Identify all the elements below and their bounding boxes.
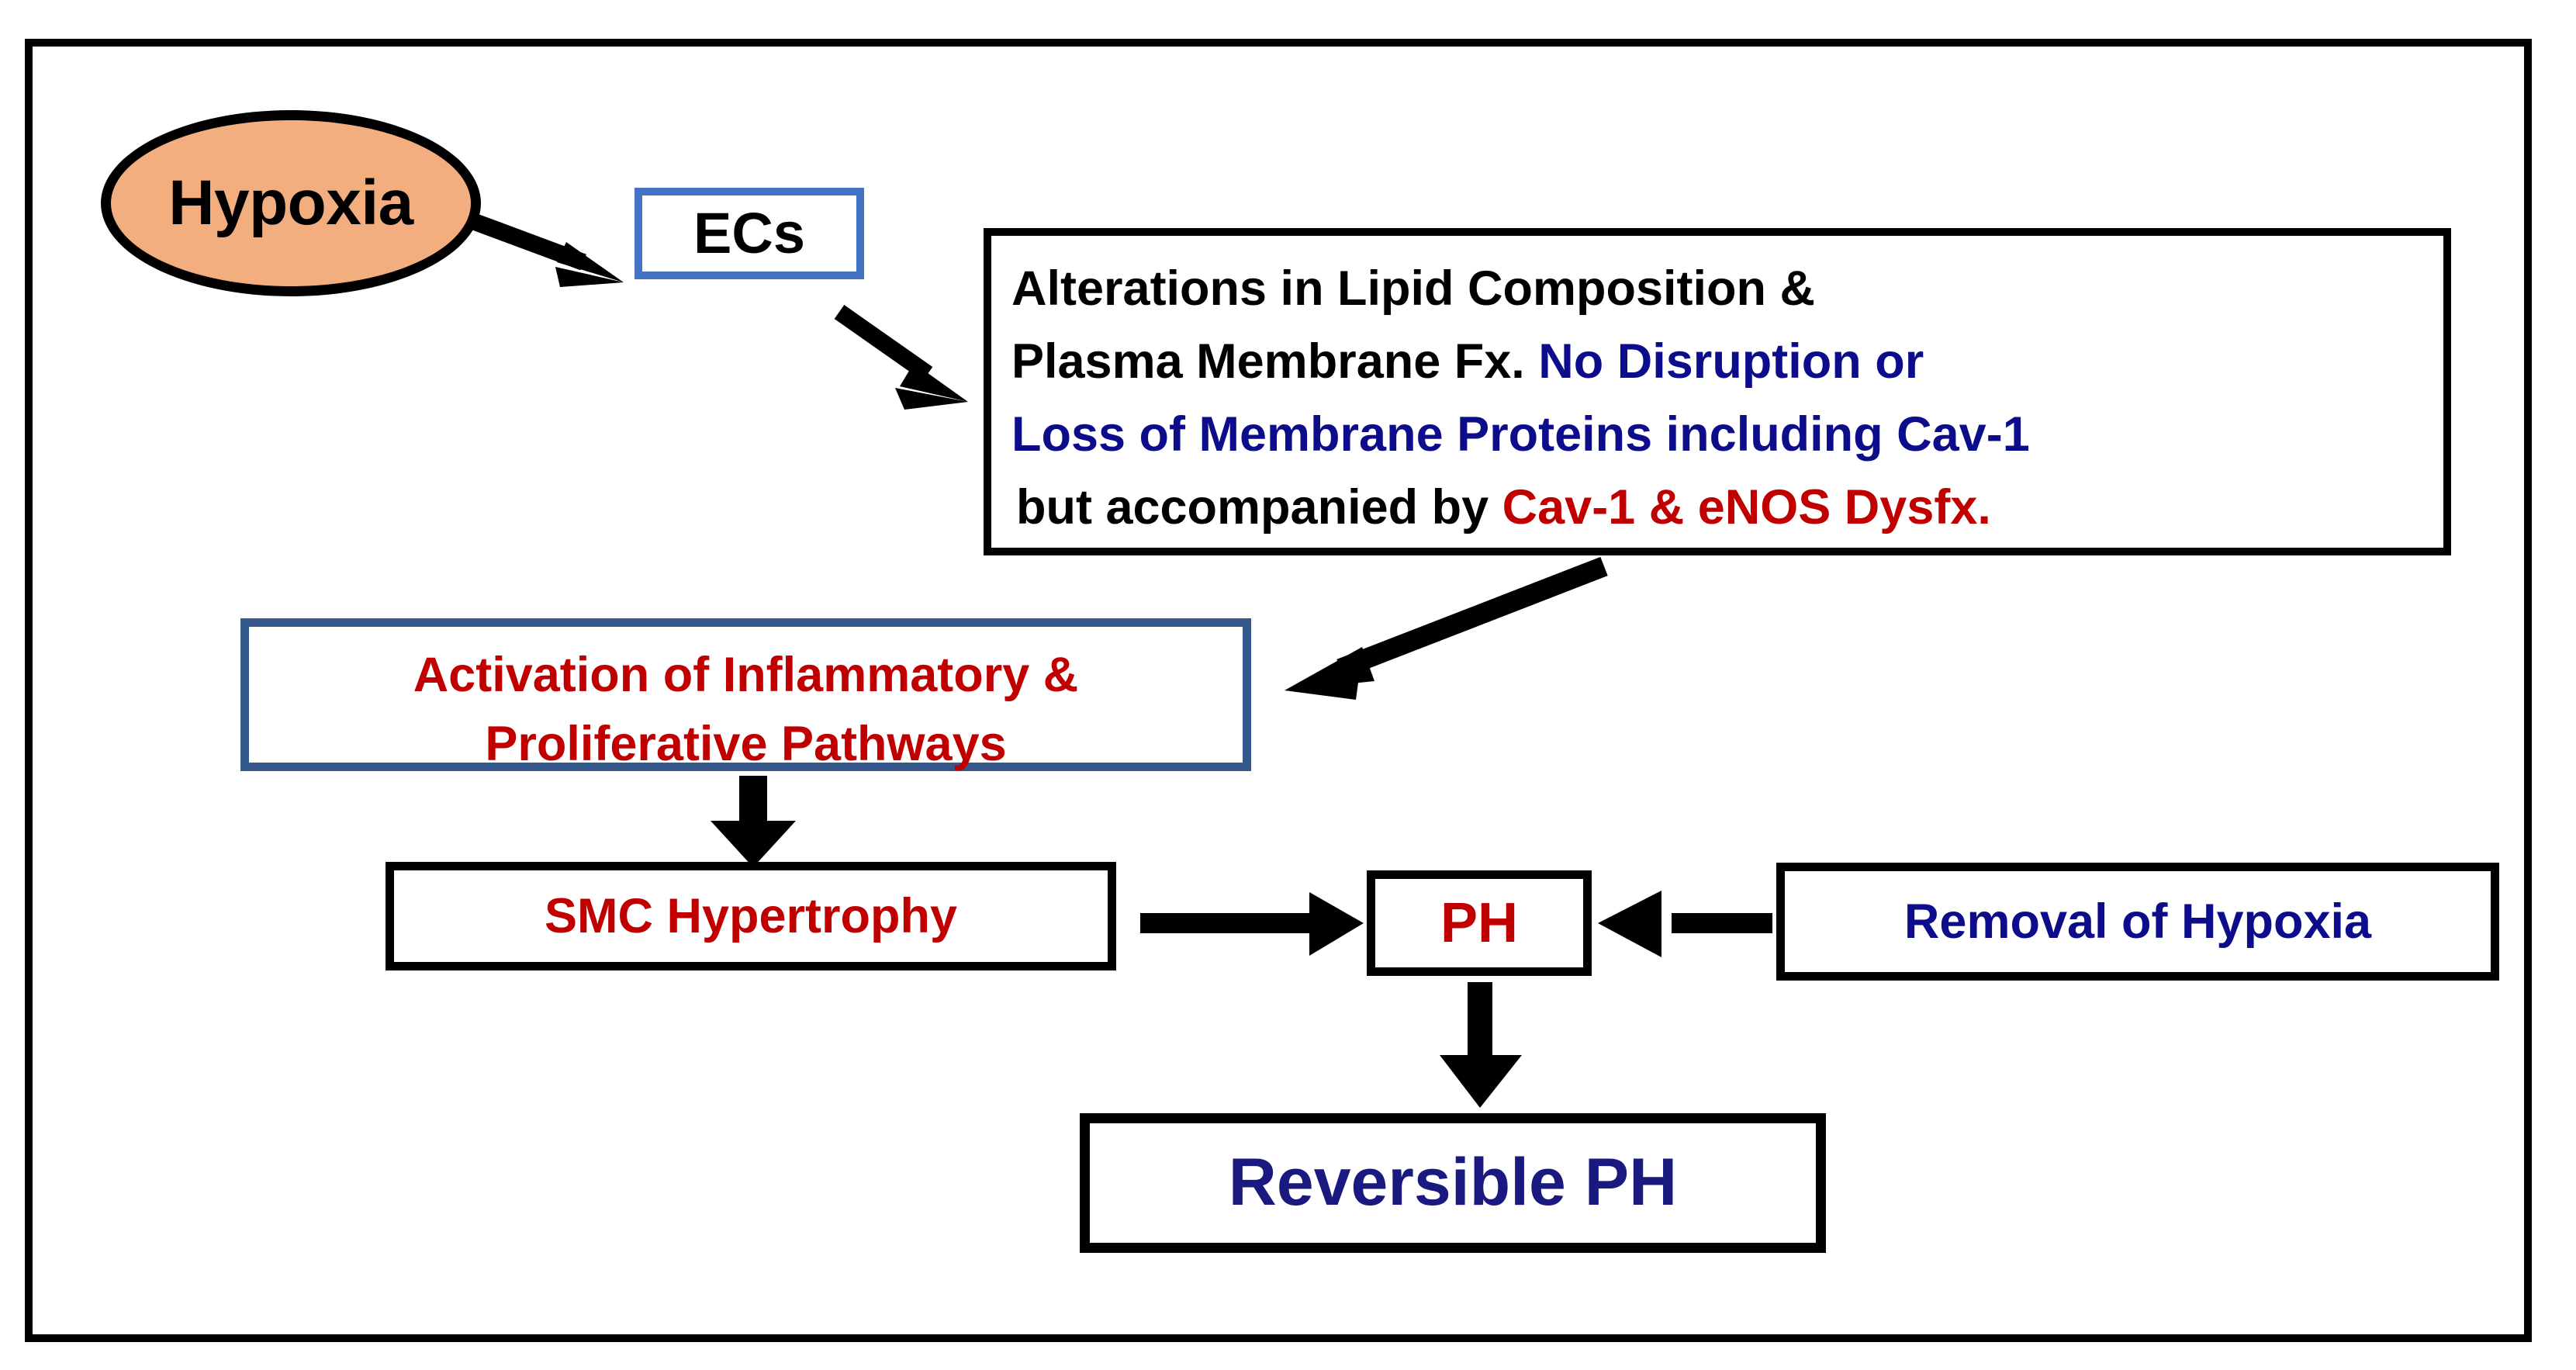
alterations-line-4: but accompanied by Cav-1 & eNOS Dysfx. — [1011, 472, 2423, 545]
node-activation[interactable]: Activation of Inflammatory & Proliferati… — [240, 618, 1251, 771]
alterations-line-2-seg-2: No Disruption or — [1538, 334, 1924, 389]
alterations-line-4-seg-2: Cav-1 & eNOS Dysfx. — [1502, 479, 1991, 535]
node-removal-of-hypoxia-label: Removal of Hypoxia — [1903, 894, 2372, 949]
node-smc-hypertrophy[interactable]: SMC Hypertrophy — [386, 862, 1116, 970]
activation-line-1: Activation of Inflammatory & — [413, 648, 1079, 702]
node-alterations[interactable]: Alterations in Lipid Composition & Plasm… — [984, 228, 2451, 555]
activation-line-2: Proliferative Pathways — [485, 717, 1007, 772]
alterations-line-2-seg-1: Plasma Membrane Fx. — [1011, 334, 1539, 389]
node-reversible-ph-label: Reversible PH — [1228, 1145, 1678, 1220]
alterations-line-2: Plasma Membrane Fx. No Disruption or — [1011, 326, 2423, 399]
alterations-line-3: Loss of Membrane Proteins including Cav-… — [1011, 399, 2423, 472]
alterations-line-1: Alterations in Lipid Composition & — [1011, 253, 2423, 326]
alterations-line-3-seg-1: Loss of Membrane Proteins including Cav-… — [1011, 407, 2030, 462]
node-ph[interactable]: PH — [1367, 870, 1592, 976]
alterations-line-4-seg-1: but accompanied by — [1016, 479, 1502, 535]
node-ph-label: PH — [1440, 891, 1519, 954]
node-hypoxia[interactable]: Hypoxia — [101, 110, 481, 296]
node-hypoxia-label: Hypoxia — [168, 167, 413, 238]
node-ecs[interactable]: ECs — [634, 188, 864, 279]
node-smc-hypertrophy-label: SMC Hypertrophy — [544, 888, 958, 943]
diagram-outer-frame — [25, 39, 2532, 1342]
node-removal-of-hypoxia[interactable]: Removal of Hypoxia — [1776, 863, 2499, 981]
node-ecs-label: ECs — [693, 201, 805, 266]
alterations-line-1-seg-1: Alterations in Lipid Composition & — [1011, 261, 1815, 316]
node-reversible-ph[interactable]: Reversible PH — [1080, 1113, 1826, 1253]
